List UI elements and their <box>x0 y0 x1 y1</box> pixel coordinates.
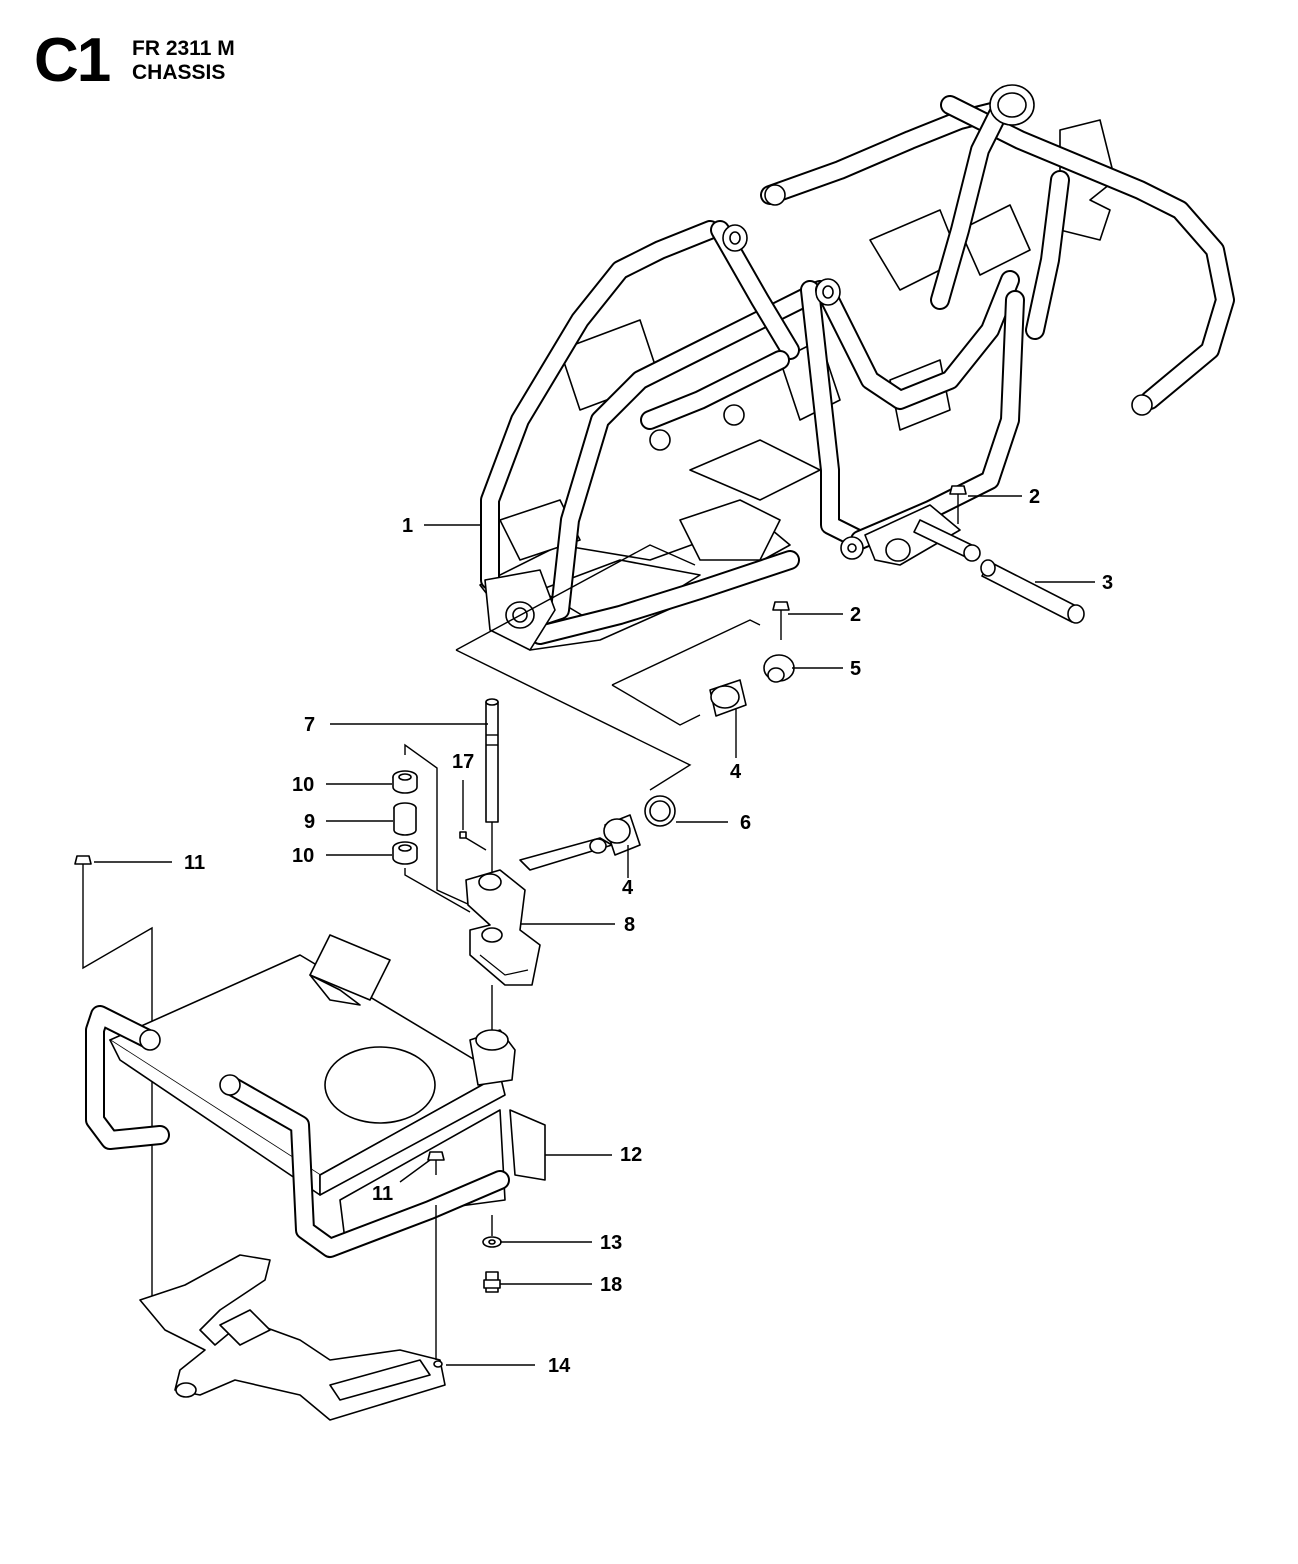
bolt-middle <box>772 601 790 640</box>
callout-4-upper: 4 <box>730 761 742 783</box>
callout-13: 13 <box>600 1232 623 1254</box>
chassis-frame <box>479 84 1235 651</box>
section-code: C1 <box>34 26 111 95</box>
callout-6: 6 <box>740 812 752 834</box>
bushing-lower <box>603 814 641 856</box>
washer-13 <box>482 1215 502 1248</box>
lower-tube-frame <box>85 1005 510 1258</box>
bushing-9 <box>393 802 417 836</box>
bushing-upper <box>709 679 747 717</box>
callout-12: 12 <box>620 1144 643 1166</box>
callout-11-upper: 11 <box>184 852 206 874</box>
callout-4-lower: 4 <box>622 877 634 899</box>
callout-18: 18 <box>600 1274 623 1296</box>
section-title: CHASSIS <box>132 61 226 84</box>
bolt-right <box>427 1151 445 1175</box>
axle-pin <box>913 519 1085 624</box>
callout-14: 14 <box>548 1355 571 1377</box>
callout-2-upper: 2 <box>1029 486 1041 508</box>
front-pivot-bracket <box>465 837 613 986</box>
bolt-left <box>74 855 153 1300</box>
callout-10-upper: 10 <box>292 774 315 796</box>
washer-6 <box>644 795 676 827</box>
callout-10-lower: 10 <box>292 845 315 867</box>
leader-lines <box>94 495 1095 1366</box>
bushing-explode-line-2 <box>404 868 471 913</box>
callout-9: 9 <box>304 811 316 833</box>
bolt-18 <box>483 1271 501 1293</box>
callout-17: 17 <box>452 751 475 773</box>
callout-3: 3 <box>1102 572 1114 594</box>
callout-8: 8 <box>624 914 636 936</box>
callout-2-middle: 2 <box>850 604 862 626</box>
model-name: FR 2311 M <box>132 37 235 60</box>
callout-11-lower: 11 <box>372 1183 394 1205</box>
bearing-upper <box>392 770 418 794</box>
callout-1: 1 <box>402 515 414 537</box>
explode-envelope-2 <box>455 649 692 791</box>
base-frame <box>139 1254 446 1421</box>
bearing-lower <box>392 841 418 865</box>
explode-envelope-4 <box>611 684 701 726</box>
lock-pin <box>459 780 487 851</box>
explode-envelope-3 <box>611 619 761 686</box>
pivot-pin <box>485 698 499 885</box>
callout-5: 5 <box>850 658 862 680</box>
spacer-5 <box>763 654 795 683</box>
callout-7: 7 <box>304 714 316 736</box>
bushing-explode-line <box>404 743 471 906</box>
bolt-upper <box>949 485 967 524</box>
explode-envelope-1 <box>455 544 696 651</box>
